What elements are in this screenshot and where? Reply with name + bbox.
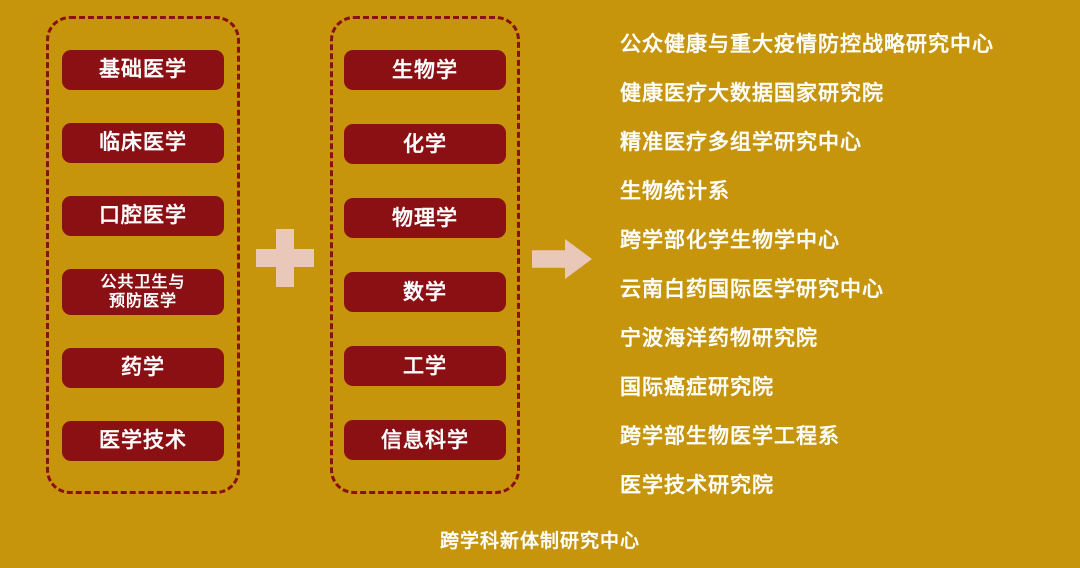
discipline-box-stomatology: 口腔医学	[62, 195, 224, 236]
discipline-box-public-health: 公共卫生与 预防医学	[62, 268, 224, 315]
research-center-item: 国际癌症研究院	[620, 374, 774, 399]
research-center-item: 精准医疗多组学研究中心	[620, 129, 862, 154]
research-center-item: 跨学部化学生物学中心	[620, 227, 840, 252]
diagram-caption: 跨学科新体制研究中心	[439, 530, 640, 552]
research-center-item: 医学技术研究院	[620, 472, 774, 497]
research-centers-list: 公众健康与重大疫情防控战略研究中心 健康医疗大数据国家研究院 精准医疗多组学研究…	[620, 18, 994, 508]
research-center-item: 健康医疗大数据国家研究院	[620, 80, 884, 105]
discipline-box-information-science: 信息科学	[344, 420, 506, 460]
discipline-box-clinical-medicine: 临床医学	[62, 122, 224, 163]
research-center-item: 云南白药国际医学研究中心	[620, 276, 884, 301]
discipline-box-engineering: 工学	[344, 346, 506, 386]
discipline-box-pharmacy: 药学	[62, 347, 224, 388]
plus-icon	[256, 229, 314, 287]
science-disciplines-group: 生物学 化学 物理学 数学 工学 信息科学	[330, 16, 520, 494]
research-center-item: 生物统计系	[620, 178, 730, 203]
discipline-box-basic-medicine: 基础医学	[62, 49, 224, 90]
discipline-box-physics: 物理学	[344, 198, 506, 238]
discipline-box-biology: 生物学	[344, 50, 506, 90]
medicine-disciplines-group: 基础医学 临床医学 口腔医学 公共卫生与 预防医学 药学 医学技术	[46, 16, 240, 494]
arrow-right-icon	[532, 239, 592, 279]
research-center-item: 公众健康与重大疫情防控战略研究中心	[620, 31, 994, 56]
plus-icon-vertical-bar	[276, 229, 294, 287]
discipline-box-medical-technology: 医学技术	[62, 420, 224, 461]
research-center-item: 跨学部生物医学工程系	[620, 423, 840, 448]
research-center-item: 宁波海洋药物研究院	[620, 325, 818, 350]
discipline-box-chemistry: 化学	[344, 124, 506, 164]
discipline-box-mathematics: 数学	[344, 272, 506, 312]
